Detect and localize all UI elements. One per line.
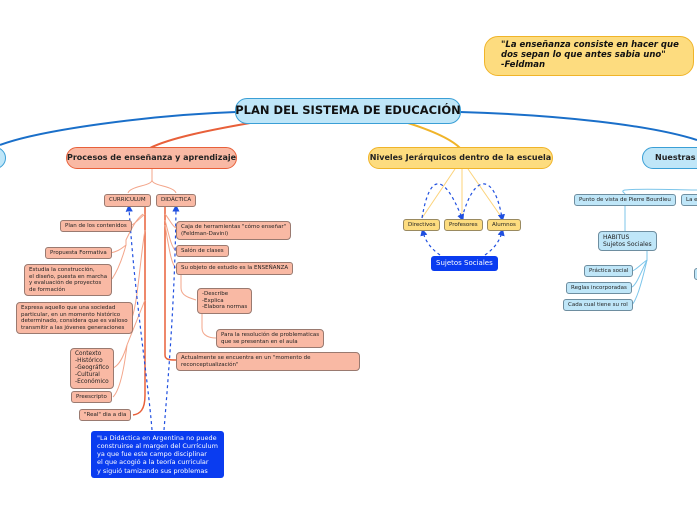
curriculum-child[interactable]: Contexto -Histórico -Geográfico -Cultura… bbox=[70, 348, 114, 389]
didactica-child[interactable]: Caja de herramientas "cómo enseñar" (Fel… bbox=[176, 221, 292, 241]
niveles-child-directivos[interactable]: Directivos bbox=[403, 219, 441, 231]
didactica-child[interactable]: Su objeto de estudio es la ENSEÑANZA bbox=[176, 262, 294, 275]
la-e-node[interactable]: La e bbox=[681, 194, 697, 206]
niveles-node[interactable]: Niveles Jerárquicos dentro de la escuela bbox=[368, 147, 553, 169]
feldman-quote-node[interactable]: "La enseñanza consiste en hacer que dos … bbox=[484, 36, 694, 76]
niveles-child-profesores[interactable]: Profesores bbox=[444, 219, 483, 231]
branch-line-right-blue bbox=[459, 111, 697, 141]
curriculum-node[interactable]: CURRICULUM bbox=[104, 194, 151, 207]
partial-right-node[interactable] bbox=[694, 268, 697, 280]
nuestras-child[interactable]: Práctica social bbox=[584, 265, 634, 277]
sujetos-sociales-note[interactable]: Sujetos Sociales bbox=[431, 256, 498, 271]
didactica-curriculum-note[interactable]: "La Didáctica en Argentina no puede cons… bbox=[91, 431, 225, 478]
branch-line-left-blue bbox=[0, 111, 237, 146]
root-node[interactable]: PLAN DEL SISTEMA DE EDUCACIÓN bbox=[235, 98, 461, 124]
curriculum-child[interactable]: "Real" dia a dia bbox=[79, 409, 132, 421]
habitus-node[interactable]: HABITUS Sujetos Sociales bbox=[598, 231, 657, 252]
branch-line-yellow bbox=[407, 122, 461, 149]
nuestras-child[interactable]: Cada cual tiene su rol bbox=[563, 299, 633, 311]
procesos-node[interactable]: Procesos de enseñanza y aprendizaje bbox=[66, 147, 237, 169]
curriculum-child[interactable]: Propuesta Formativa bbox=[45, 247, 112, 259]
didactica-node[interactable]: DIDÁCTICA bbox=[156, 194, 197, 207]
curriculum-child[interactable]: Plan de los contenidos bbox=[60, 220, 132, 232]
didactica-child[interactable]: Salón de clases bbox=[176, 245, 229, 257]
didactica-child[interactable]: Para la resolución de problematicas que … bbox=[216, 329, 325, 349]
didactica-child[interactable]: -Describe -Explica -Elabora normas bbox=[197, 288, 253, 314]
niveles-child-alumnos[interactable]: Alumnos bbox=[487, 219, 521, 231]
curriculum-child[interactable]: Expresa aquello que una sociedad particu… bbox=[16, 302, 133, 335]
curriculum-child[interactable]: Estudia la construcción, el diseño, pues… bbox=[24, 264, 113, 297]
curriculum-child[interactable]: Preescripto bbox=[71, 391, 112, 403]
didactica-child[interactable]: Actualmente se encuentra en un "momento … bbox=[176, 352, 360, 372]
nuestras-node[interactable]: Nuestras P bbox=[642, 147, 697, 169]
branch-line-orange bbox=[149, 122, 251, 149]
bourdieu-node[interactable]: Punto de vista de Pierre Bourdieu bbox=[574, 194, 676, 206]
nuestras-child[interactable]: Reglas incorporadas bbox=[566, 282, 632, 294]
